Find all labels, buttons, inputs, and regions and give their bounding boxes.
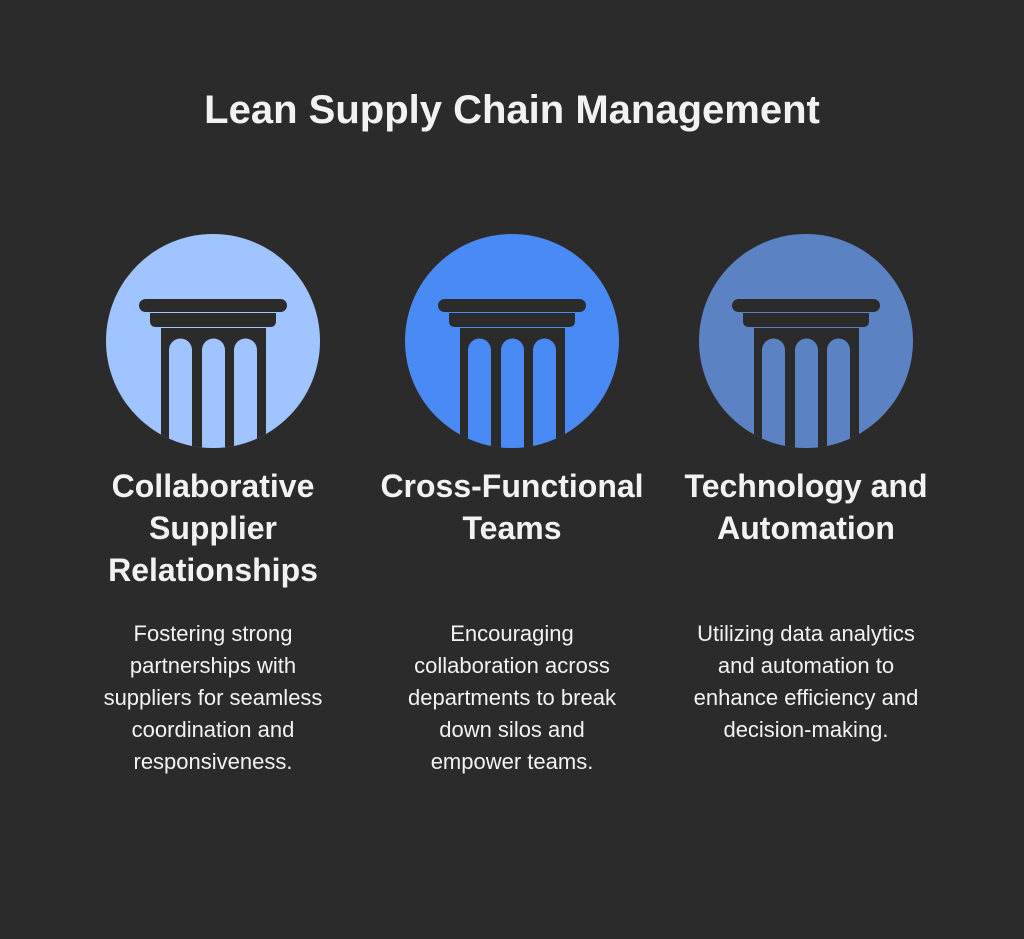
pillar-description: Utilizing data analytics and automation … <box>693 621 919 742</box>
pillar-heading: Collaborative Supplier Relationships <box>108 468 318 588</box>
pillar-icon <box>105 233 321 449</box>
pillar-description: Encouraging collaboration across departm… <box>408 621 616 774</box>
pillar-icon <box>698 233 914 449</box>
pillar-description: Fostering strong partnerships with suppl… <box>103 621 323 774</box>
pillar-heading: Cross-Functional Teams <box>380 468 644 546</box>
pillar-icon <box>404 233 620 449</box>
diagram-title: Lean Supply Chain Management <box>204 88 820 132</box>
pillar-heading: Technology and Automation <box>684 468 928 546</box>
